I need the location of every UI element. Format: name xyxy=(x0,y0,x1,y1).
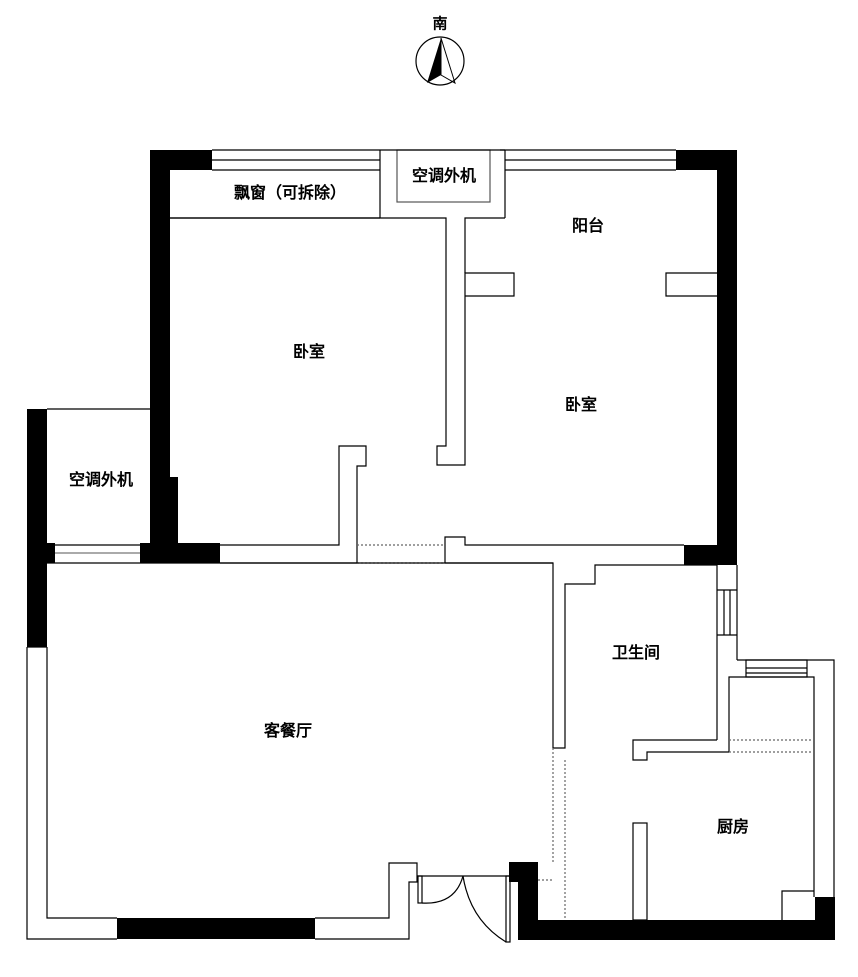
room-label-bathroom: 卫生间 xyxy=(611,643,661,662)
room-label-bedroom-left: 卧室 xyxy=(292,342,326,361)
room-label-ac-unit-left: 空调外机 xyxy=(68,470,134,489)
compass-direction-label: 南 xyxy=(432,14,448,33)
solid-walls xyxy=(27,150,835,940)
room-label-bedroom-right: 卧室 xyxy=(564,395,598,414)
room-label-balcony: 阳台 xyxy=(571,216,605,235)
room-label-ac-unit-top: 空调外机 xyxy=(411,166,477,185)
room-label-living-dining: 客餐厅 xyxy=(263,721,313,740)
room-label-kitchen: 厨房 xyxy=(716,817,750,836)
thin-walls xyxy=(26,149,835,943)
room-label-bay-window: 飘窗（可拆除） xyxy=(233,183,347,202)
compass-icon xyxy=(415,36,465,86)
